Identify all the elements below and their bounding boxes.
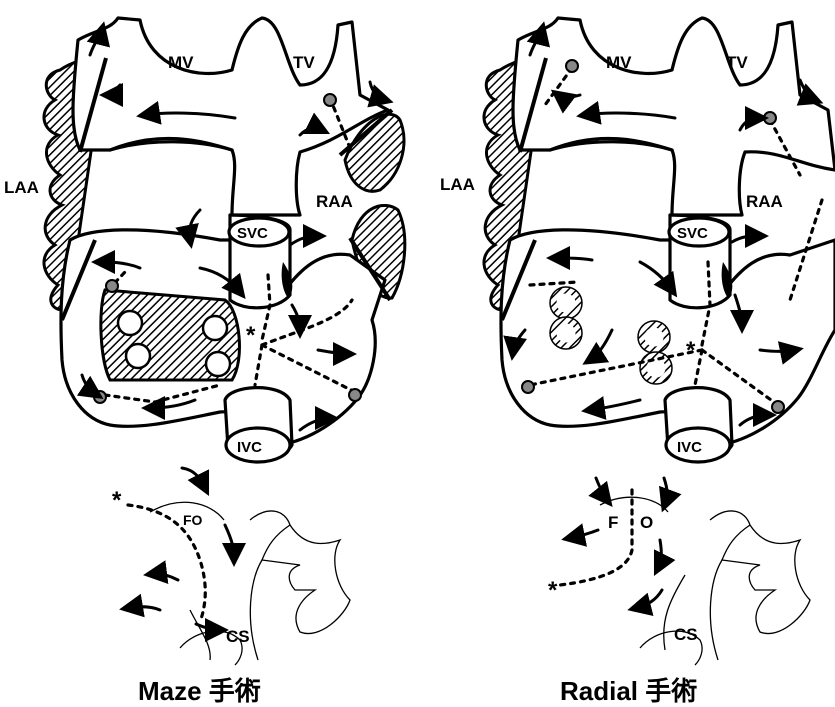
maze-arrow-13 — [290, 236, 318, 245]
radial-asterisk: * — [686, 337, 696, 364]
maze-cs-label: CS — [226, 627, 250, 646]
radial-laa-label: LAA — [440, 175, 475, 194]
radial-cryo-point-4 — [522, 381, 534, 393]
radial-fo-outline — [600, 497, 668, 512]
maze-pulmonary-vein-ll — [126, 344, 150, 368]
radial-arrow-14 — [732, 236, 760, 242]
maze-arrow-5 — [370, 82, 385, 100]
maze-raa-label: RAA — [316, 192, 353, 211]
radial-ivc-label: IVC — [677, 439, 702, 456]
radial-fo-arrow-4 — [658, 540, 661, 568]
radial-pulmonary-vein-ll — [553, 320, 579, 346]
maze-fo-arrow-2 — [225, 525, 234, 558]
maze-fo-asterisk: * — [112, 487, 122, 514]
maze-fo-arrow-4 — [128, 607, 160, 610]
maze-pulmonary-vein-ru — [203, 316, 227, 340]
radial-fo-arrow-3 — [570, 530, 598, 538]
radial-septum-line-2 — [710, 560, 722, 660]
maze-pulmonary-vein-rl — [206, 352, 230, 376]
radial-tv-label: TV — [726, 53, 748, 72]
radial-mv-label: MV — [606, 53, 632, 72]
maze-fo-label: FO — [183, 512, 203, 528]
radial-pulmonary-vein-ru — [641, 324, 667, 350]
radial-cryo-point-3 — [772, 401, 784, 413]
radial-cs-label: CS — [674, 625, 698, 644]
maze-septal-view: FO CS * — [112, 468, 350, 665]
radial-panel: MV TV LAA RAA SVC IVC * F O CS * Radial … — [440, 18, 835, 706]
radial-septum-outline — [710, 511, 810, 634]
maze-fo-arrow-5 — [196, 624, 220, 630]
maze-cryo-point-4 — [106, 280, 118, 292]
radial-fo-o-label: O — [640, 513, 653, 532]
maze-pulmonary-vein-lu — [118, 311, 142, 335]
radial-septal-view: F O CS * — [548, 478, 810, 665]
maze-mv-label: MV — [168, 53, 194, 72]
radial-fo-arrow-1 — [596, 478, 607, 500]
radial-caption: Radial 手術 — [560, 676, 697, 706]
maze-fo-outline-lower — [190, 610, 210, 660]
radial-arrow-12 — [760, 350, 795, 352]
maze-caption: Maze 手術 — [138, 676, 261, 706]
radial-fo-asterisk: * — [548, 577, 558, 604]
maze-cryo-point-1 — [324, 94, 336, 106]
maze-septum-outline — [250, 511, 350, 634]
maze-panel: MV TV LAA RAA SVC IVC * FO CS * Maze 手術 — [4, 18, 405, 706]
radial-fo-arrow-2 — [664, 478, 667, 504]
maze-asterisk: * — [246, 322, 256, 349]
maze-svc-label: SVC — [237, 225, 268, 242]
radial-cryo-point-2 — [764, 112, 776, 124]
radial-svc-label: SVC — [677, 225, 708, 242]
maze-tv-label: TV — [293, 53, 315, 72]
radial-fo-arrow-5 — [636, 590, 662, 608]
radial-pulmonary-vein-lu — [553, 290, 579, 316]
maze-fo-arrow-1 — [182, 468, 205, 488]
radial-cryo-point-1 — [566, 60, 578, 72]
maze-ivc-label: IVC — [237, 439, 262, 456]
maze-fo-arrow-3 — [152, 574, 178, 580]
maze-septum-line-2 — [250, 560, 262, 660]
maze-cryo-point-2 — [349, 389, 361, 401]
radial-fo-f-label: F — [608, 513, 618, 532]
maze-laa-label: LAA — [4, 178, 39, 197]
radial-pulmonary-vein-rl — [643, 355, 669, 381]
radial-raa-label: RAA — [746, 192, 783, 211]
